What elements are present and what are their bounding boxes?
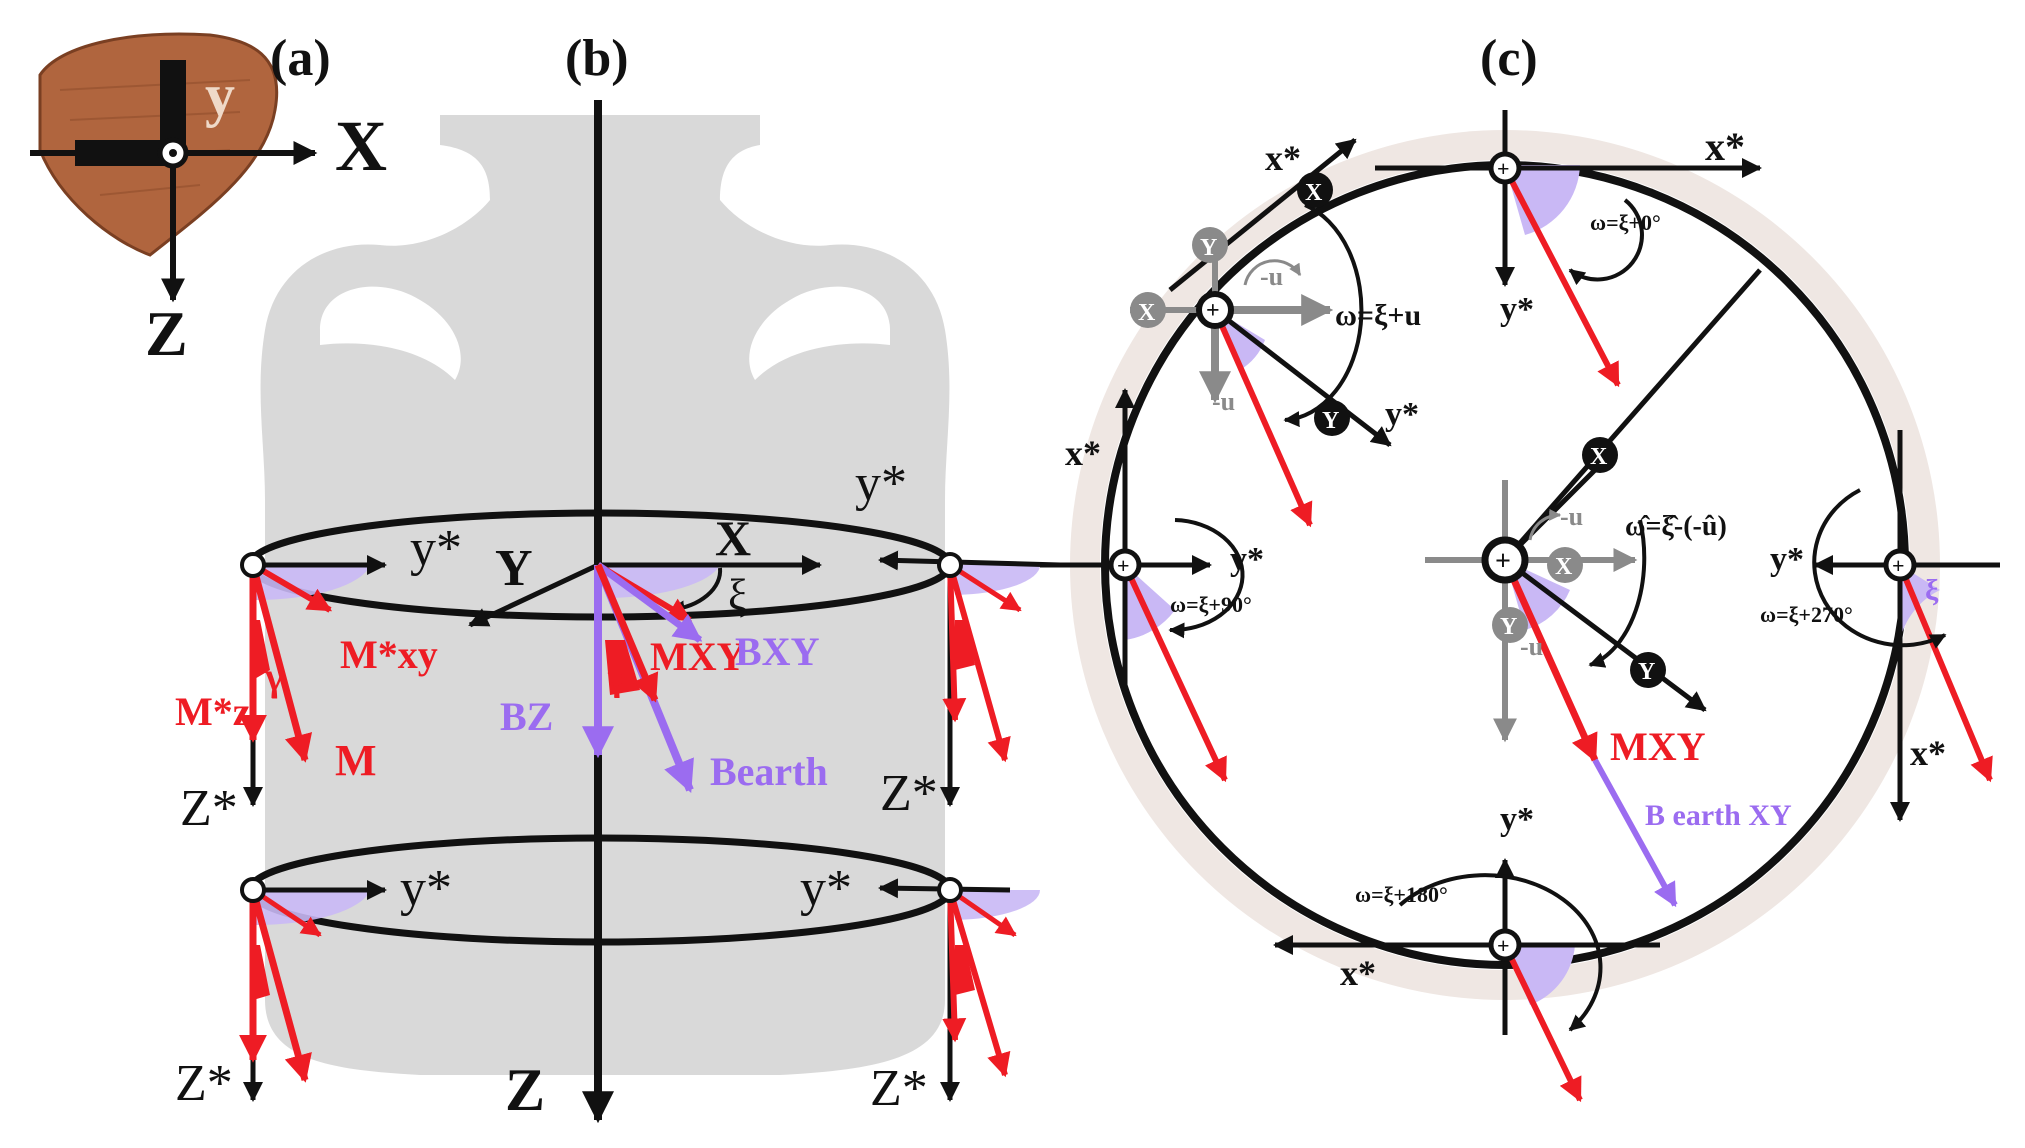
Zstar-lower-left: Z* <box>175 1055 233 1112</box>
ring-xi-label: ξ <box>728 571 748 620</box>
xstar-right: x* <box>1910 733 1946 773</box>
xi-right: ξ <box>1925 574 1939 607</box>
ring-ystar-right: y* <box>855 455 907 512</box>
ystar-right: y* <box>1770 541 1804 578</box>
X-center-gray: X <box>1555 554 1573 580</box>
Mz-star-label: M*z <box>175 689 251 734</box>
ring-Y-label: Y <box>495 540 533 597</box>
omega-90-label: ω=ξ+90° <box>1170 592 1252 617</box>
panel-a: (a) X y Z <box>30 30 387 369</box>
ystar-topleft: y* <box>1385 396 1419 433</box>
panel-b: (b) y* y* Y X ξ γ γ M*xy M*z M MXY BXY B… <box>175 30 1061 1124</box>
Bxy-earth-c-label: B earth XY <box>1645 799 1792 832</box>
omega-u-label: ω=ξ+u <box>1335 299 1421 332</box>
xstar-topleft: x* <box>1265 138 1301 178</box>
omega-0-label: ω=ξ+0° <box>1590 210 1661 235</box>
Mxy-star-label: M*xy <box>340 632 438 677</box>
ring-X-label: X <box>715 510 751 566</box>
M-label: M <box>335 736 377 785</box>
omega-270-label: ω=ξ+270° <box>1760 602 1853 627</box>
Bearth-label: Bearth <box>710 749 828 794</box>
ring-ystar-lower-right: y* <box>800 860 852 917</box>
Y-topleft-dark: Y <box>1322 408 1339 434</box>
svg-text:+: + <box>1497 933 1510 958</box>
ystar-top: y* <box>1500 291 1534 328</box>
xstar-top: x* <box>1705 124 1745 169</box>
panel-b-label: (b) <box>565 30 629 87</box>
Y-center-dark: Y <box>1638 659 1655 685</box>
minus-u-center-2: -u <box>1520 632 1543 661</box>
Zstar-upper-left: Z* <box>180 780 238 837</box>
Bz-label: BZ <box>500 694 553 739</box>
minus-u-topleft-2: -u <box>1212 387 1235 416</box>
omega-hat-label: ω̂=ξ̂-(-û) <box>1625 511 1727 542</box>
Zstar-lower-right: Z* <box>870 1060 928 1117</box>
sample-x-label: X <box>335 106 387 186</box>
gamma-center-label: γ <box>607 657 626 699</box>
sample-z-label: Z <box>145 298 188 369</box>
X-topleft-gray: X <box>1138 300 1156 326</box>
ystar-bottom: y* <box>1500 801 1534 838</box>
Mxy-label: MXY <box>650 634 746 679</box>
ring-ystar-lower-left: y* <box>400 860 452 917</box>
panel-a-label: (a) <box>270 30 331 87</box>
Y-topleft-gray: Y <box>1200 235 1217 261</box>
svg-text:+: + <box>1117 553 1130 578</box>
svg-text:+: + <box>1892 553 1905 578</box>
omega-180-label: ω=ξ+180° <box>1355 882 1448 907</box>
ring-ystar-left: y* <box>410 520 462 577</box>
Y-center-gray: Y <box>1500 614 1517 640</box>
panel-c: + + + + + <box>1040 30 2000 1103</box>
jar-Z-label: Z <box>505 1057 545 1123</box>
xstar-left: x* <box>1065 433 1101 473</box>
sample-y-label: y <box>205 62 235 128</box>
Zstar-upper-right: Z* <box>880 765 938 822</box>
panel-c-label: (c) <box>1480 30 1538 87</box>
X-topleft-dark: X <box>1305 180 1323 206</box>
Bxy-label: BXY <box>735 629 820 674</box>
Mxy-c-label: MXY <box>1610 724 1706 769</box>
svg-text:+: + <box>1495 546 1511 577</box>
xstar-bottom: x* <box>1340 953 1376 993</box>
X-center-dark: X <box>1590 444 1608 470</box>
gamma-left-label: γ <box>264 654 284 699</box>
minus-u-center-1: -u <box>1560 502 1583 531</box>
svg-text:+: + <box>1206 298 1220 324</box>
minus-u-topleft-1: -u <box>1260 262 1283 291</box>
ystar-left: y* <box>1230 541 1264 578</box>
svg-text:+: + <box>1497 156 1510 181</box>
